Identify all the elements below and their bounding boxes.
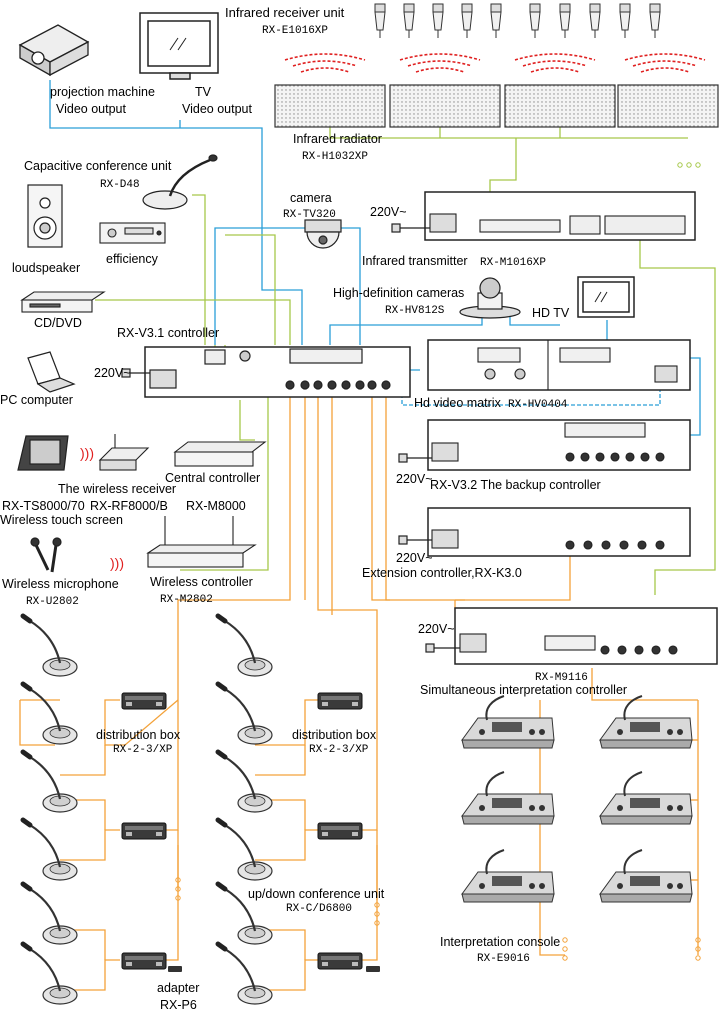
svg-text:))): ))): [110, 555, 124, 571]
wireless-receiver-model: RX-RF8000/B: [90, 499, 168, 513]
main-controller-label: RX-V3.1 controller: [117, 326, 220, 340]
si-controller-icon: [454, 607, 718, 665]
central-controller-label: Central controller: [165, 471, 261, 485]
updown-unit-model: RX-C/D6800: [286, 903, 353, 915]
hd-cameras-label: High-definition cameras: [333, 286, 465, 300]
amplifier-icon: [99, 222, 166, 244]
touch-screen-label: Wireless touch screen: [0, 513, 123, 527]
tv-icon: [139, 12, 219, 80]
central-controller-icon: [173, 441, 267, 467]
touch-screen-icon: [17, 435, 69, 471]
camera-model: RX-TV320: [283, 209, 336, 221]
si-controller-label: Simultaneous interpretation controller: [420, 683, 628, 697]
ir-receiver-label: Infrared receiver unit: [225, 5, 345, 20]
laptop-icon: [27, 351, 76, 393]
interpretation-consoles: [461, 695, 693, 903]
hd-matrix-model: RX-HV0404: [508, 399, 568, 411]
interp-console-label: Interpretation console: [440, 935, 561, 949]
ir-receiver-row: [374, 3, 661, 39]
tv-label: TV: [195, 85, 211, 99]
backup-controller-power: 220V~: [396, 472, 433, 486]
wireless-controller-icon: [146, 516, 257, 568]
si-controller-power: 220V~: [418, 622, 455, 636]
camera-icon: [304, 219, 342, 249]
extension-controller-power: 220V~: [396, 551, 433, 565]
interp-console-model: RX-E9016: [477, 953, 530, 965]
capacitive-unit-icon: [142, 154, 218, 210]
loudspeaker-icon: [27, 184, 63, 248]
backup-controller-label: RX-V3.2 The backup controller: [430, 478, 601, 492]
loudspeaker-label: loudspeaker: [12, 261, 81, 275]
wireless-controller-model: RX-M2802: [160, 594, 213, 606]
ir-transmitter-model: RX-M1016XP: [480, 257, 547, 269]
power-plug-icons: [121, 223, 460, 653]
hd-matrix-label: Hd video matrix: [414, 396, 501, 410]
wireless-receiver-icon: [98, 434, 150, 471]
projector-icon: [18, 24, 90, 77]
svg-text:))): ))): [80, 445, 94, 461]
cap-unit-label: Capacitive conference unit: [24, 159, 172, 173]
projector-label: projection machine: [50, 85, 155, 99]
wireless-mic-label: Wireless microphone: [2, 577, 119, 591]
si-controller-model: RX-M9116: [535, 672, 588, 684]
conference-units: [23, 616, 272, 1004]
tv-sub: Video output: [182, 102, 252, 116]
dist-box-right-model: RX-2-3/XP: [309, 744, 369, 756]
main-controller-icon: [144, 346, 411, 398]
hd-cameras-model: RX-HV812S: [385, 305, 445, 317]
extension-controller-label: Extension controller,RX-K3.0: [362, 566, 522, 580]
extension-controller-icon: [427, 507, 691, 557]
touch-screen-model: RX-TS8000/70: [2, 499, 85, 513]
ir-receiver-model: RX-E1016XP: [262, 25, 329, 37]
ir-transmitter-power: 220V~: [370, 205, 407, 219]
hd-tv-icon: [577, 276, 635, 318]
hd-matrix-icon: [427, 339, 691, 391]
updown-unit-label: up/down conference unit: [248, 887, 385, 901]
adapter-label: adapter: [157, 981, 200, 995]
wireless-controller-label: Wireless controller: [150, 575, 253, 589]
adapter-model: RX-P6: [160, 998, 197, 1010]
projector-sub: Video output: [56, 102, 126, 116]
ir-radiators: [274, 84, 719, 128]
ir-transmitter-label: Infrared transmitter: [362, 254, 468, 268]
camera-label: camera: [290, 191, 332, 205]
hd-camera-icon: [459, 277, 521, 319]
hd-tv-label: HD TV: [532, 306, 570, 320]
cd-dvd-icon: [20, 291, 106, 313]
ir-radiator-model: RX-H1032XP: [302, 151, 369, 163]
dist-box-left-model: RX-2-3/XP: [113, 744, 173, 756]
ir-radiator-label: Infrared radiator: [293, 132, 382, 146]
amplifier-label: efficiency: [106, 252, 158, 266]
orange-wires: [19, 395, 699, 991]
central-controller-model: RX-M8000: [186, 499, 246, 513]
adapter-icons: [168, 966, 380, 972]
cd-dvd-label: CD/DVD: [34, 316, 82, 330]
main-controller-power: 220V~: [94, 366, 131, 380]
ir-transmitter-icon: [424, 191, 696, 241]
backup-controller-icon: [427, 419, 691, 471]
wireless-mic-model: RX-U2802: [26, 596, 79, 608]
dist-box-left-label: distribution box: [96, 728, 181, 742]
wireless-mic-icon: [30, 537, 62, 573]
wireless-receiver-label: The wireless receiver: [58, 482, 177, 496]
dist-box-right-label: distribution box: [292, 728, 377, 742]
computer-label: PC computer: [0, 393, 73, 407]
cap-unit-model: RX-D48: [100, 179, 140, 191]
